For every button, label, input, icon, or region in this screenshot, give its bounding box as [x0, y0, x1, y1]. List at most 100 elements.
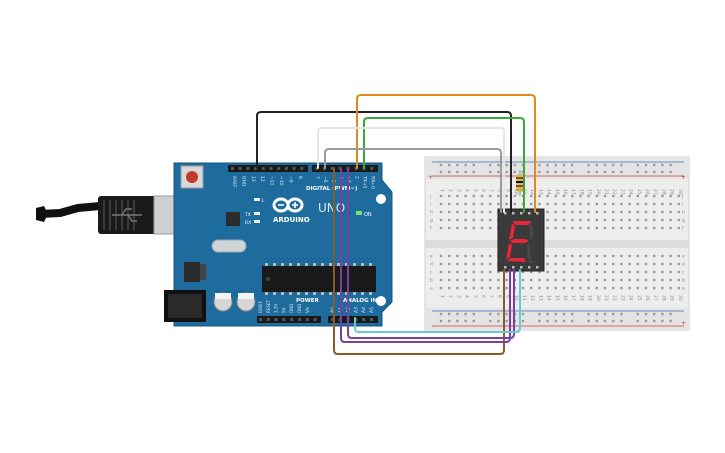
terminal-hole[interactable] — [489, 278, 492, 282]
rail-hole[interactable] — [636, 170, 639, 174]
rail-hole[interactable] — [620, 163, 623, 167]
header-pin[interactable] — [269, 167, 273, 170]
terminal-hole[interactable] — [439, 226, 443, 230]
terminal-hole[interactable] — [472, 226, 475, 230]
terminal-hole[interactable] — [489, 270, 492, 274]
terminal-hole[interactable] — [554, 270, 557, 274]
rail-hole[interactable] — [620, 312, 623, 316]
terminal-hole[interactable] — [464, 254, 467, 258]
header-pin[interactable] — [362, 318, 366, 321]
rail-hole[interactable] — [653, 319, 656, 323]
terminal-hole[interactable] — [571, 278, 574, 282]
rail-hole[interactable] — [489, 319, 492, 323]
terminal-hole[interactable] — [546, 262, 549, 266]
terminal-hole[interactable] — [464, 210, 467, 214]
rail-hole[interactable] — [456, 312, 459, 316]
wire-cyan[interactable] — [354, 269, 521, 333]
terminal-hole[interactable] — [472, 210, 475, 214]
terminal-hole[interactable] — [505, 270, 508, 274]
terminal-hole[interactable] — [571, 218, 574, 222]
rail-hole[interactable] — [448, 170, 451, 174]
terminal-hole[interactable] — [628, 262, 631, 266]
terminal-hole[interactable] — [489, 262, 492, 266]
rail-hole[interactable] — [661, 312, 664, 316]
rail-hole[interactable] — [661, 163, 664, 167]
rail-hole[interactable] — [603, 170, 607, 174]
rail-hole[interactable] — [546, 312, 549, 316]
terminal-hole[interactable] — [628, 286, 631, 290]
terminal-hole[interactable] — [530, 270, 533, 274]
display-pin[interactable] — [504, 266, 507, 269]
terminal-hole[interactable] — [669, 286, 672, 290]
rail-hole[interactable] — [571, 163, 574, 167]
terminal-hole[interactable] — [456, 194, 459, 198]
terminal-hole[interactable] — [603, 254, 607, 258]
rail-hole[interactable] — [456, 170, 459, 174]
power-jack[interactable] — [164, 290, 206, 322]
rail-hole[interactable] — [546, 163, 549, 167]
terminal-hole[interactable] — [628, 226, 631, 230]
terminal-hole[interactable] — [546, 210, 549, 214]
terminal-hole[interactable] — [448, 210, 451, 214]
terminal-hole[interactable] — [521, 270, 525, 274]
terminal-hole[interactable] — [644, 270, 648, 274]
terminal-hole[interactable] — [628, 254, 631, 258]
header-pin[interactable] — [290, 318, 294, 321]
header-pin[interactable] — [298, 318, 301, 321]
terminal-hole[interactable] — [439, 202, 443, 206]
terminal-hole[interactable] — [636, 262, 639, 266]
terminal-hole[interactable] — [472, 262, 475, 266]
rail-hole[interactable] — [439, 319, 443, 323]
rail-hole[interactable] — [612, 170, 615, 174]
terminal-hole[interactable] — [669, 226, 672, 230]
terminal-hole[interactable] — [587, 254, 590, 258]
rail-hole[interactable] — [644, 319, 648, 323]
terminal-hole[interactable] — [571, 286, 574, 290]
terminal-hole[interactable] — [554, 278, 557, 282]
rail-hole[interactable] — [620, 319, 623, 323]
header-pin[interactable] — [266, 318, 270, 321]
rail-hole[interactable] — [513, 170, 516, 174]
terminal-hole[interactable] — [562, 218, 566, 222]
header-pin[interactable] — [305, 318, 309, 321]
terminal-hole[interactable] — [571, 270, 574, 274]
header-pin[interactable] — [354, 167, 358, 170]
terminal-hole[interactable] — [546, 270, 549, 274]
terminal-hole[interactable] — [628, 194, 631, 198]
rail-hole[interactable] — [472, 170, 475, 174]
rail-hole[interactable] — [644, 170, 648, 174]
wire-purple[interactable] — [340, 167, 511, 343]
terminal-hole[interactable] — [448, 226, 451, 230]
terminal-hole[interactable] — [595, 278, 598, 282]
terminal-hole[interactable] — [472, 254, 475, 258]
terminal-hole[interactable] — [653, 218, 656, 222]
terminal-hole[interactable] — [571, 210, 574, 214]
rail-hole[interactable] — [439, 312, 443, 316]
terminal-hole[interactable] — [620, 270, 623, 274]
header-pin[interactable] — [292, 167, 296, 170]
terminal-hole[interactable] — [644, 278, 648, 282]
terminal-hole[interactable] — [661, 278, 664, 282]
terminal-hole[interactable] — [464, 218, 467, 222]
terminal-hole[interactable] — [497, 202, 500, 206]
rail-hole[interactable] — [669, 319, 672, 323]
terminal-hole[interactable] — [546, 286, 549, 290]
rail-hole[interactable] — [562, 163, 566, 167]
rail-hole[interactable] — [669, 163, 672, 167]
terminal-hole[interactable] — [546, 194, 549, 198]
rail-hole[interactable] — [554, 312, 557, 316]
terminal-hole[interactable] — [677, 202, 680, 206]
terminal-hole[interactable] — [562, 202, 566, 206]
terminal-hole[interactable] — [612, 286, 615, 290]
terminal-hole[interactable] — [579, 218, 582, 222]
terminal-hole[interactable] — [661, 262, 664, 266]
terminal-hole[interactable] — [554, 210, 557, 214]
terminal-hole[interactable] — [448, 254, 451, 258]
terminal-hole[interactable] — [554, 226, 557, 230]
terminal-hole[interactable] — [562, 210, 566, 214]
terminal-hole[interactable] — [562, 262, 566, 266]
rail-hole[interactable] — [603, 312, 607, 316]
wire-orange[interactable] — [356, 94, 536, 213]
terminal-hole[interactable] — [587, 210, 590, 214]
display-pin[interactable] — [536, 212, 539, 215]
